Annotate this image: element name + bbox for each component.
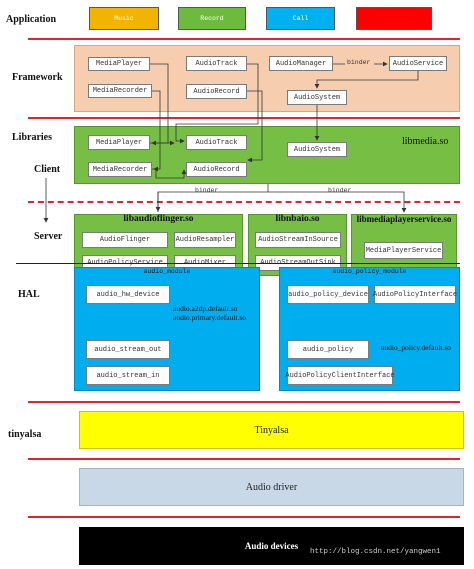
mediarecorder-link: [152, 90, 161, 172]
lib-audiorecord: AudioRecord: [186, 162, 247, 177]
hal-audio-policy-client-interface: AudioPolicyClientInterface: [285, 366, 395, 385]
fw-audioservice: AudioService: [389, 56, 447, 71]
audio-policy-module-note: audio_policy.default.so: [381, 343, 451, 352]
audio-module-title: audio_module: [143, 268, 191, 275]
audiorecord-link: [247, 90, 263, 163]
divider-server-hal: [16, 263, 460, 264]
mediaplayerservice-title: libmediaplayerservice.so: [356, 214, 452, 224]
audioflinger-title: libaudioflinger.so: [123, 214, 194, 224]
srv-mediaplayerservice: MediaPlayerService: [364, 242, 443, 259]
audio-module-note: audio.a2dp.default.so audio.primary.defa…: [173, 304, 246, 322]
libmedia-title: libmedia.so: [402, 136, 449, 147]
divider-client-server: [28, 201, 460, 203]
app-fourth: [356, 7, 432, 30]
layer-label-hal: HAL: [18, 289, 40, 300]
srv-audioflinger: AudioFlinger: [82, 232, 168, 248]
divider-tinyalsa: [28, 458, 460, 460]
fw-binder-label: binder: [347, 59, 371, 66]
audio-devices-bar: Audio devices: [79, 527, 464, 565]
divider-hal: [28, 401, 460, 403]
lib-audiotrack: AudioTrack: [186, 135, 247, 150]
layer-label-libraries: Libraries: [12, 132, 52, 143]
lib-binder-right-label: binder: [328, 187, 352, 194]
fw-mediarecorder: MediaRecorder: [88, 84, 152, 98]
divider-application: [28, 38, 460, 40]
layer-label-framework: Framework: [12, 72, 63, 83]
fw-audiotrack: AudioTrack: [186, 56, 247, 71]
audio-module-note-line1: audio.a2dp.default.so: [173, 304, 238, 313]
hal-audio-policy-interface: AudioPolicyInterface: [373, 285, 457, 304]
srv-audiostreaminsource: AudioStreamInSource: [255, 232, 341, 248]
mediaplayer-link: [150, 63, 169, 146]
hal-audio-stream-in: audio_stream_in: [86, 366, 170, 385]
divider-framework: [28, 117, 460, 119]
hal-audio-policy-device: audio_policy_device: [287, 285, 369, 304]
divider-driver: [28, 516, 460, 518]
app-record: Record: [178, 7, 246, 30]
lib-mediarecorder: MediaRecorder: [88, 162, 152, 177]
layer-label-application: Application: [6, 14, 57, 25]
srv-audioresampler: AudioResampler: [174, 232, 236, 248]
hal-audio-stream-out: audio_stream_out: [86, 340, 170, 359]
audio-module-note-line2: audio.primary.default.so: [173, 313, 247, 322]
hal-audio-policy: audio_policy: [287, 340, 369, 359]
fw-audiosystem: AudioSystem: [287, 90, 347, 105]
binder-fanout: [157, 184, 404, 212]
audio-driver-bar: Audio driver: [79, 468, 464, 506]
layer-label-server: Server: [34, 231, 63, 242]
audio-policy-module-title: audio_policy_module: [332, 268, 407, 275]
app-call: Call: [266, 7, 335, 30]
fw-audiorecord: AudioRecord: [186, 84, 247, 99]
audiotrack-link: [175, 63, 259, 144]
layer-label-client: Client: [34, 164, 61, 175]
audioservice-audiosystem-link: [314, 71, 419, 89]
lib-binder-left-label: binder: [195, 187, 219, 194]
nbaio-title: libnbaio.so: [275, 214, 320, 224]
app-music: Music: [89, 7, 159, 30]
lib-mediaplayer: MediaPlayer: [88, 135, 150, 150]
mediarecorder-audiorecord-link: [152, 168, 187, 179]
fw-audiomanager: AudioManager: [269, 56, 333, 71]
layer-label-tinyalsa: tinyalsa: [8, 429, 42, 440]
tinyalsa-bar: Tinyalsa: [79, 411, 464, 449]
lib-audiosystem: AudioSystem: [287, 142, 347, 157]
hal-audio-hw-device: audio_hw_device: [86, 285, 170, 304]
fw-mediaplayer: MediaPlayer: [88, 57, 150, 71]
watermark: http://blog.csdn.net/yangwen1: [310, 548, 441, 556]
